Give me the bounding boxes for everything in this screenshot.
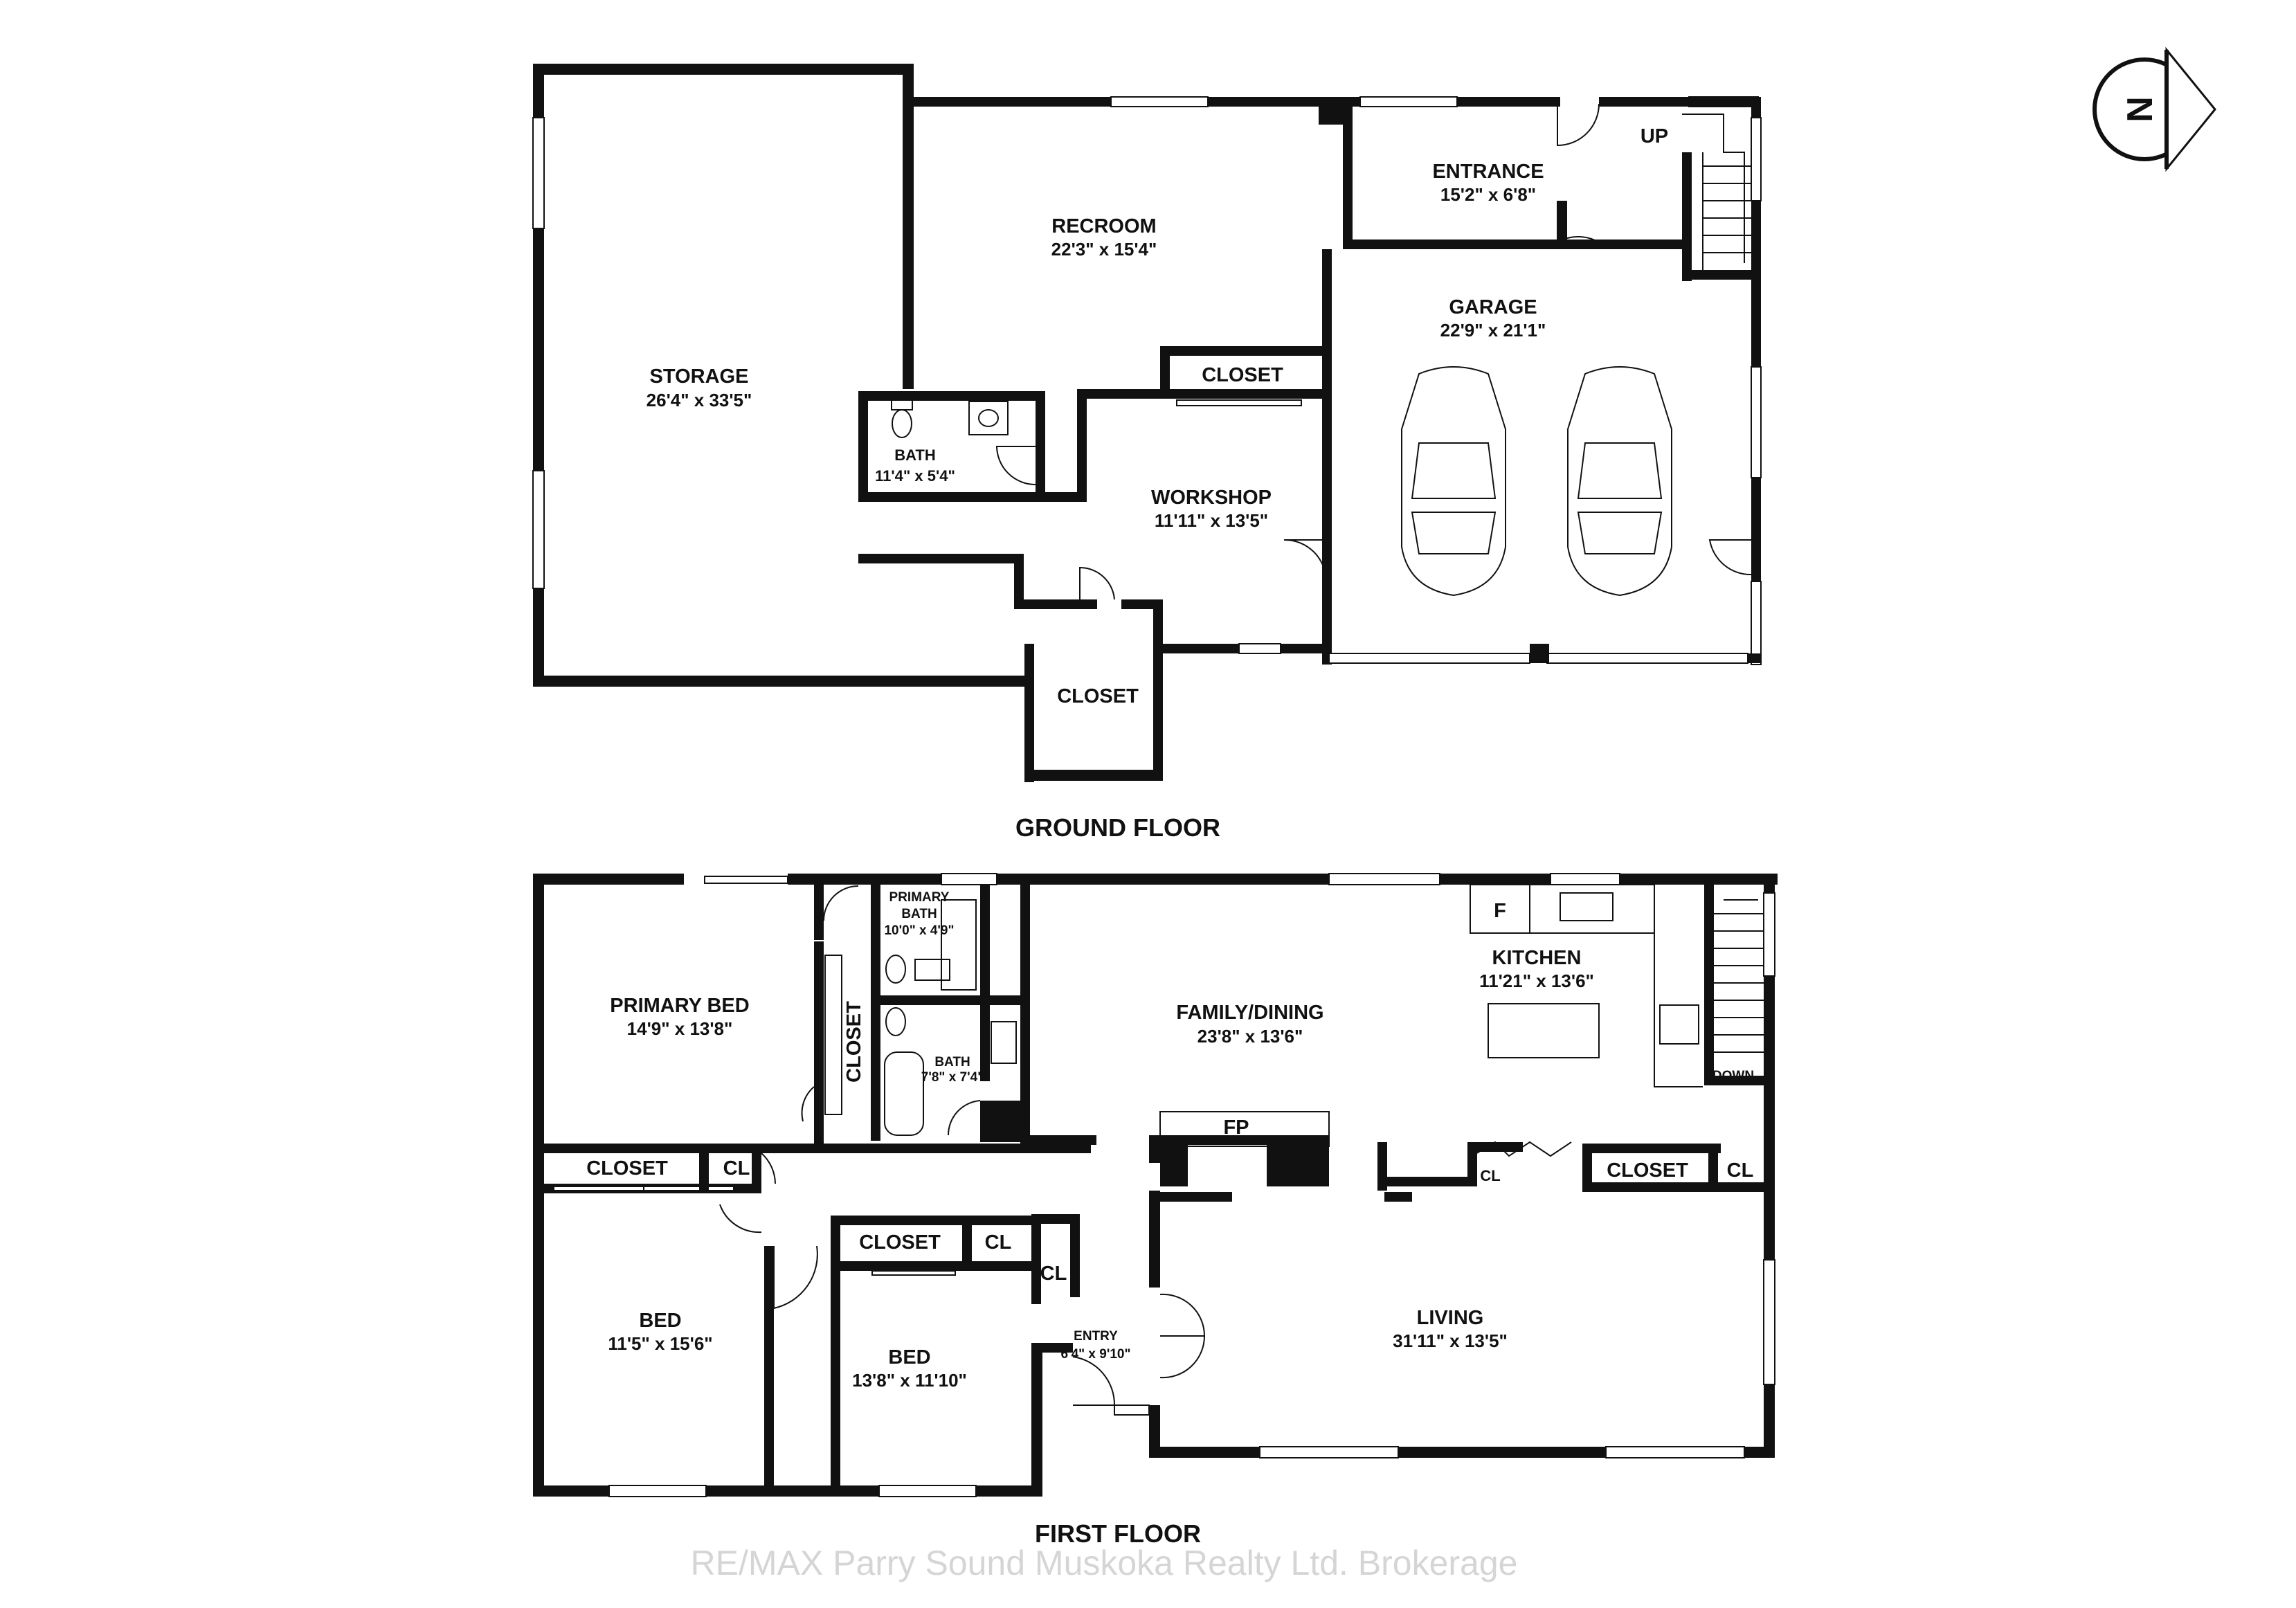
closet-label: CL [1040, 1263, 1067, 1285]
bath-label: BATH [894, 446, 935, 464]
closet-label: CLOSET [1202, 364, 1283, 386]
north-compass-icon: N [2092, 46, 2216, 172]
stairs-down-icon [1714, 899, 1764, 1053]
door-entrance-top-icon [1557, 103, 1600, 147]
car-right-icon [1567, 366, 1672, 597]
ground-floor-title: GROUND FLOOR [1015, 813, 1220, 842]
living-label: LIVING [1417, 1307, 1484, 1329]
closet-label: CLOSET [1057, 685, 1139, 707]
kitchen-island-icon [1488, 1003, 1600, 1058]
workshop-label: WORKSHOP [1151, 487, 1272, 509]
bedroom-label: BED [639, 1310, 681, 1332]
first-floor-title: FIRST FLOOR [1035, 1519, 1201, 1548]
stairs-down-label: DOWN [1712, 1069, 1754, 1083]
bathtub-icon [884, 1051, 924, 1136]
living-dims: 31'11" x 13'5" [1393, 1330, 1508, 1351]
closet-label: CL [985, 1231, 1012, 1254]
closet-label: CLOSET [859, 1231, 941, 1254]
closet-label: CLOSET [586, 1157, 668, 1180]
stairs-up-label: UP [1640, 125, 1668, 147]
storage-dims: 26'4" x 33'5" [647, 390, 752, 410]
family-dining-dims: 23'8" x 13'6" [1197, 1026, 1303, 1047]
primary-bed-dims: 14'9" x 13'8" [627, 1018, 733, 1039]
entrance-dims: 15'2" x 6'8" [1440, 184, 1536, 205]
kitchen-label: KITCHEN [1492, 947, 1582, 969]
door-closet-icon [1079, 566, 1115, 600]
bedroom-dims: 11'5" x 15'6" [608, 1333, 712, 1354]
car-left-icon [1401, 366, 1506, 597]
fireplace-label: FP [1223, 1117, 1249, 1139]
door-bedroom-icon [773, 1245, 818, 1310]
closet-label: CLOSET [1607, 1159, 1688, 1182]
bedroom-label: BED [888, 1346, 930, 1368]
fridge-label: F [1494, 900, 1506, 922]
sink-icon [968, 401, 1009, 435]
entrance-label: ENTRANCE [1432, 161, 1544, 183]
recroom-dims: 22'3" x 15'4" [1051, 239, 1157, 260]
brokerage-watermark: RE/MAX Parry Sound Muskoka Realty Ltd. B… [691, 1544, 1518, 1582]
recroom-label: RECROOM [1051, 215, 1156, 237]
front-door-icon [1072, 1356, 1116, 1406]
kitchen-dims: 11'21" x 13'6" [1479, 970, 1594, 991]
first-floor-plan: PRIMARY BATH 10'0" x 4'9" PRIMARY BED 14… [533, 873, 1778, 1548]
garage-dims: 22'9" x 21'1" [1440, 320, 1546, 341]
compass-letter: N [2120, 96, 2160, 123]
shower-icon [941, 899, 977, 991]
primary-bath-label-line2: BATH [901, 907, 937, 921]
toilet-icon [885, 955, 906, 984]
bath-dims: 7'8" x 7'4" [921, 1070, 984, 1085]
closet-label: CL [995, 1112, 1022, 1135]
entry-dims: 6'4" x 9'10" [1060, 1347, 1130, 1362]
entry-label: ENTRY [1074, 1329, 1118, 1344]
family-dining-label: FAMILY/DINING [1176, 1002, 1323, 1024]
ground-floor-plan: STORAGE 26'4" x 33'5" RECROOM 22'3" x 15… [532, 64, 1762, 842]
stove-icon [1659, 1004, 1699, 1045]
storage-label: STORAGE [650, 365, 749, 388]
kitchen-sink-icon [1560, 892, 1613, 921]
sink-icon [991, 1021, 1017, 1064]
toilet-icon [892, 409, 912, 438]
primary-bath-dims: 10'0" x 4'9" [884, 923, 954, 938]
primary-bed-label: PRIMARY BED [610, 995, 749, 1017]
closet-label: CL [1727, 1159, 1754, 1182]
stairs-up-icon [1682, 114, 1751, 270]
sink-icon [914, 959, 950, 981]
bedroom-dims: 13'8" x 11'10" [852, 1370, 967, 1391]
kitchen-counter-icon [1529, 884, 1655, 934]
workshop-dims: 11'11" x 13'5" [1155, 510, 1268, 531]
fireplace-hearth-icon [1159, 1111, 1330, 1147]
primary-bath-label-line1: PRIMARY [889, 890, 950, 905]
bath-dims: 11'4" x 5'4" [875, 467, 955, 485]
bath-label: BATH [934, 1055, 970, 1069]
closet-rod-icon [824, 955, 842, 1115]
closet-label: CL [1480, 1167, 1500, 1184]
closet-label: CLOSET [843, 1001, 865, 1083]
garage-label: GARAGE [1449, 296, 1537, 318]
closet-label: CL [723, 1157, 750, 1180]
